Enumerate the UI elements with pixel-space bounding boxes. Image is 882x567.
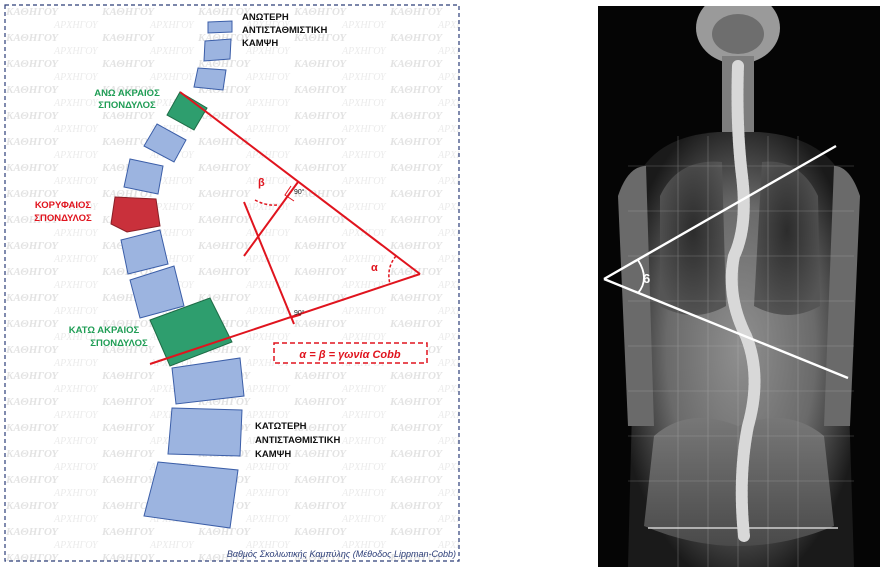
formula-text: α = β = γωνία Cobb (299, 349, 400, 361)
right-angle-label-top: 90° (294, 188, 305, 196)
lower-curve-line-2: ΑΝΤΙΣΤΑΘΜΙΣΤΙΚΗ (255, 435, 341, 446)
upper-curve-line-3: ΚΑΜΨΗ (242, 38, 278, 49)
vertebra-apical (111, 197, 160, 232)
upper-end-line-1: ΑΝΩ ΑΚΡΑΙΟΣ (94, 88, 160, 99)
lower-curve-line-3: ΚΑΜΨΗ (255, 449, 291, 460)
cobb-method-diagram: ΚΑΘΗΓΟΥ ΑΡΧΗΓΟΥ (4, 4, 460, 562)
right-angle-label-bottom: 90° (294, 309, 305, 317)
beta-label: β (258, 177, 265, 189)
upper-curve-line-2: ΑΝΤΙΣΤΑΘΜΙΣΤΙΚΗ (242, 25, 328, 36)
left-lung (660, 162, 726, 315)
apical-line-1: ΚΟΡΥΦΑΙΟΣ (35, 200, 92, 211)
apical-line-2: ΣΠΟΝΔΥΛΟΣ (34, 213, 92, 224)
xray-angle-value: 6 (643, 271, 650, 286)
spine-xray-image: 6 (598, 6, 880, 567)
upper-end-line-2: ΣΠΟΝΔΥΛΟΣ (98, 100, 156, 111)
xray-svg: 6 (598, 6, 880, 567)
vertebra-13 (144, 462, 238, 528)
lower-end-line-2: ΣΠΟΝΔΥΛΟΣ (90, 338, 148, 349)
upper-end-vertebra-label: ΑΝΩ ΑΚΡΑΙΟΣ ΣΠΟΝΔΥΛΟΣ (94, 88, 160, 111)
vertebra-3 (194, 68, 226, 90)
vertebra-2 (204, 39, 231, 61)
diagram-caption: Βαθμός Σκολιωτικής Καμπύλης (Μέθοδος Lip… (227, 549, 456, 559)
lower-end-line-1: ΚΑΤΩ ΑΚΡΑΙΟΣ (69, 325, 140, 336)
alpha-label: α (371, 262, 378, 274)
vertebra-1 (208, 21, 232, 33)
lower-curve-line-1: ΚΑΤΩΤΕΡΗ (255, 421, 307, 432)
vertebra-12 (168, 408, 242, 456)
diagram-svg: ΚΑΘΗΓΟΥ ΑΡΧΗΓΟΥ (4, 4, 460, 562)
right-lung (754, 162, 820, 315)
upper-curve-line-1: ΑΝΩΤΕΡΗ (242, 12, 289, 23)
